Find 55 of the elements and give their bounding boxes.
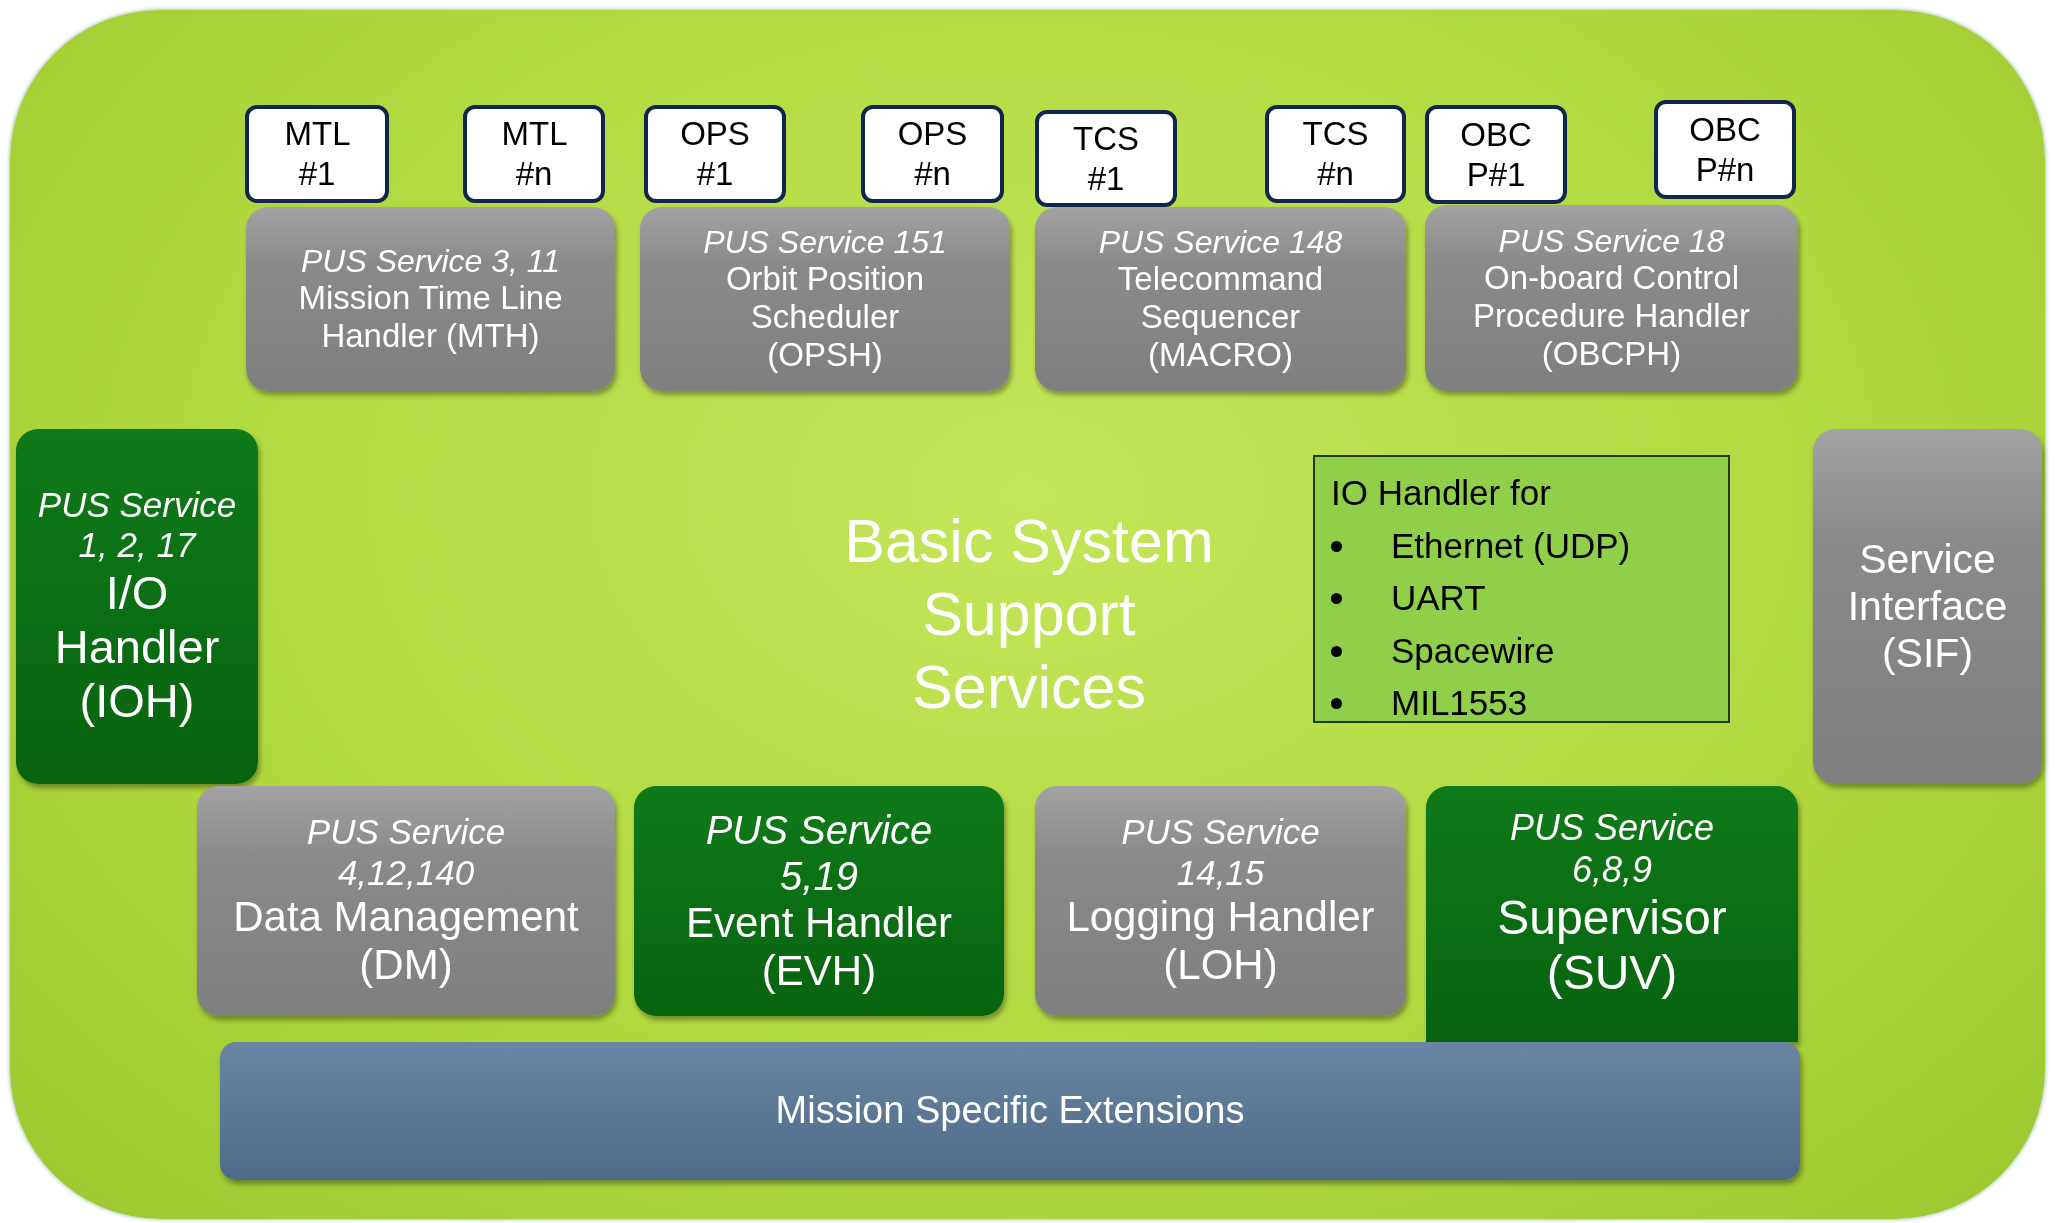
note-heading: IO Handler for — [1331, 472, 1551, 514]
procedure-box — [1035, 110, 1177, 207]
list-item: MIL1553 — [1391, 677, 1528, 730]
procedure-label: MTL #n — [500, 114, 569, 194]
service-number: PUS Service 18 — [1497, 222, 1726, 260]
service-name: Data Management (DM) — [232, 892, 580, 990]
procedure-label: OBC P#1 — [1459, 114, 1533, 195]
service-box — [197, 786, 615, 1016]
system-panel — [10, 10, 2045, 1219]
procedure-box — [644, 105, 786, 203]
service-number: PUS Service 151 — [702, 223, 948, 261]
procedure-box — [463, 105, 605, 203]
service-box — [16, 429, 258, 784]
service-name: Orbit Position Scheduler (OPSH) — [724, 260, 926, 375]
extension-bar — [220, 1042, 1800, 1180]
service-number: PUS Service 1, 2, 17 — [36, 485, 238, 566]
service-box — [634, 786, 1004, 1016]
service-number: PUS Service 4,12,140 — [305, 812, 507, 893]
service-box — [1813, 429, 2042, 784]
list-item: Ethernet (UDP) — [1391, 519, 1631, 572]
note-box — [1313, 455, 1730, 723]
list-item: UART — [1391, 572, 1486, 625]
service-name: Service Interface (SIF) — [1846, 535, 2009, 678]
service-name: Logging Handler (LOH) — [1065, 892, 1376, 990]
service-name: Event Handler (EVH) — [684, 898, 954, 996]
service-name: Supervisor (SUV) — [1496, 890, 1728, 1001]
procedure-box — [1265, 105, 1406, 203]
service-name: Mission Time Line Handler (MTH) — [297, 279, 564, 356]
service-name: On-board Control Procedure Handler (OBCPH) — [1472, 259, 1751, 374]
panel-title: Basic System Support Services — [843, 506, 1215, 724]
procedure-label: OPS #n — [896, 114, 969, 194]
procedure-label: OBC P#n — [1688, 109, 1762, 190]
procedure-label: OPS #1 — [679, 114, 751, 194]
procedure-label: TCS #n — [1301, 114, 1370, 194]
service-box — [246, 207, 615, 391]
procedure-label: MTL #1 — [283, 114, 352, 194]
procedure-label: TCS #1 — [1072, 118, 1140, 199]
service-box — [1035, 786, 1406, 1016]
service-box — [1426, 786, 1798, 1042]
service-number: PUS Service 5,19 — [704, 806, 934, 899]
service-number: PUS Service 3, 11 — [299, 242, 562, 280]
service-box — [1425, 205, 1798, 391]
service-number: PUS Service 148 — [1097, 223, 1344, 261]
service-box — [640, 207, 1010, 391]
service-name: Telecommand Sequencer (MACRO) — [1116, 260, 1325, 375]
service-box — [1035, 207, 1406, 391]
procedure-box — [245, 105, 389, 203]
procedure-box — [1425, 105, 1567, 204]
service-name: I/O Handler (IOH) — [53, 565, 221, 728]
procedure-box — [1654, 100, 1796, 199]
list-item: Spacewire — [1391, 624, 1555, 677]
procedure-box — [861, 105, 1004, 203]
service-number: PUS Service 14,15 — [1120, 812, 1321, 893]
service-number: PUS Service 6,8,9 — [1508, 807, 1716, 891]
service-name: Mission Specific Extensions — [774, 1088, 1246, 1134]
